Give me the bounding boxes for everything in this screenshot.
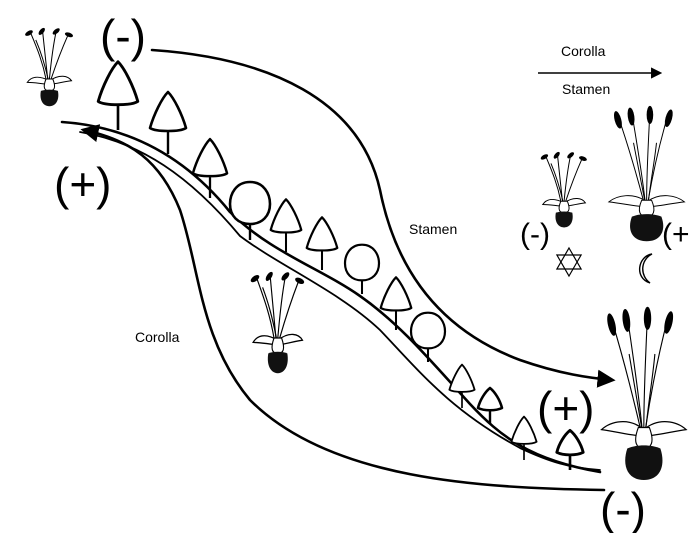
legend-flower-minus — [539, 150, 588, 228]
tree-11 — [476, 386, 504, 426]
crescent-moon-icon — [639, 253, 653, 284]
flower-middle — [249, 269, 306, 374]
flower-bottom-right — [600, 306, 687, 481]
star-of-david-icon — [555, 246, 583, 278]
slope-line-lower — [79, 131, 601, 471]
stamen-arrow-label: Stamen — [409, 221, 457, 237]
tree-8 — [379, 276, 413, 332]
tree-1 — [96, 60, 140, 132]
flower-top-left — [23, 26, 75, 107]
legend-plus-label: (+ — [662, 218, 690, 251]
tree-5 — [269, 198, 303, 254]
slope-line — [60, 120, 602, 474]
sign-bottom-right: (-) — [600, 483, 646, 533]
sign-mid-right: (+) — [537, 382, 595, 434]
legend-minus-label: (-) — [520, 218, 550, 251]
tree-6 — [305, 216, 339, 272]
sign-left: (+) — [54, 158, 112, 210]
stamen-arrow — [150, 48, 616, 388]
sign-top-left: (-) — [100, 10, 146, 62]
tree-10 — [448, 363, 476, 409]
tree-2 — [148, 90, 188, 156]
tree-7 — [343, 243, 381, 296]
tree-9 — [409, 311, 447, 364]
tree-3 — [191, 137, 229, 200]
legend-arrow-top-label: Corolla — [561, 43, 606, 59]
legend-arrow-bottom-label: Stamen — [562, 81, 610, 97]
corolla-arrow-label: Corolla — [135, 329, 180, 345]
corolla-arrow — [80, 124, 606, 492]
